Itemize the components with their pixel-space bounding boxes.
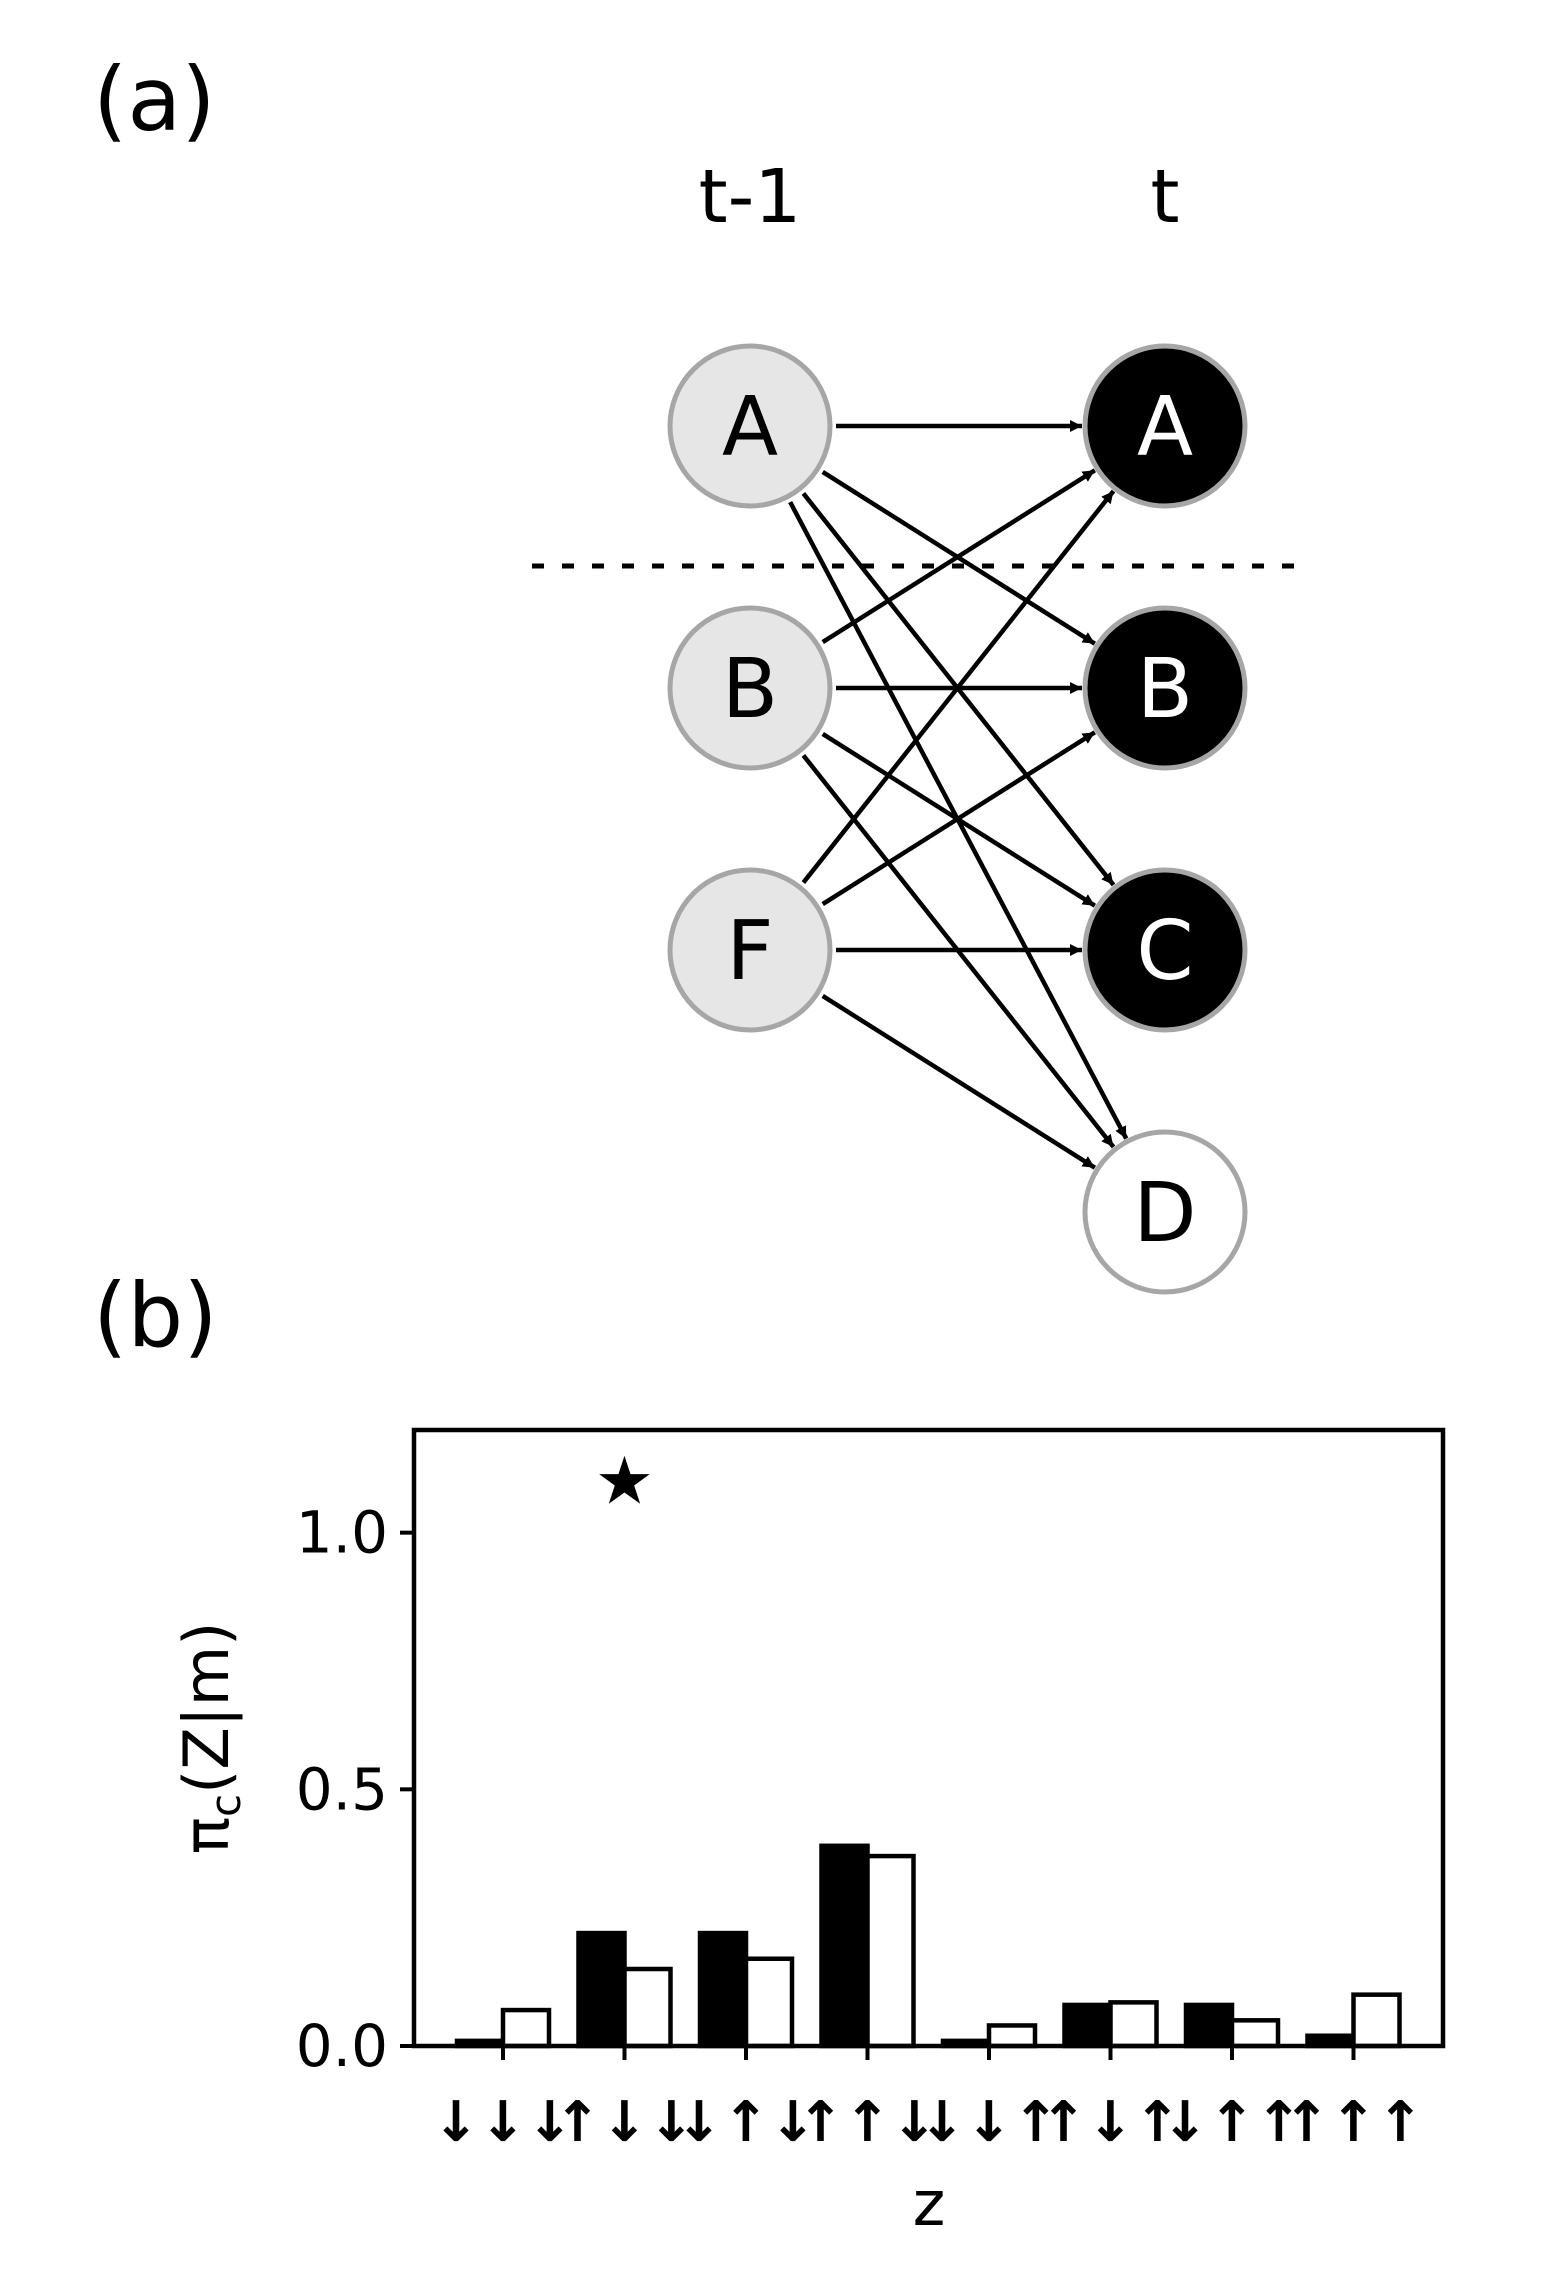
prev-node-B-label: B bbox=[722, 642, 778, 737]
node-group: A B F A B C D bbox=[667, 343, 1248, 1295]
column-label-prev: t-1 bbox=[699, 154, 802, 240]
edge-group bbox=[788, 420, 1129, 1170]
x-tick-label-4: ↓↓↑ bbox=[919, 2090, 1060, 2155]
curr-node-B-label: B bbox=[1137, 642, 1193, 737]
bar-series2-2 bbox=[743, 1956, 795, 2049]
curr-node-A: A bbox=[1082, 343, 1248, 509]
bar-series2-0 bbox=[500, 2007, 552, 2049]
curr-node-C-label: C bbox=[1136, 904, 1193, 999]
y-tick-label-1: 0.5 bbox=[296, 1755, 388, 1823]
prev-node-B-circle bbox=[667, 605, 833, 771]
prev-node-F: F bbox=[667, 867, 833, 1033]
bar-series2-4 bbox=[986, 2023, 1038, 2049]
panel-b-label: (b) bbox=[93, 1264, 218, 1367]
x-axis-label: z bbox=[913, 2167, 946, 2240]
prev-node-F-label: F bbox=[726, 904, 773, 999]
edge-F-to-A bbox=[801, 489, 1116, 884]
edge-B-to-A bbox=[821, 468, 1097, 644]
x-tick-label-3: ↑↑↓ bbox=[797, 2090, 938, 2155]
y-axis-label-main: π bbox=[170, 1817, 243, 1854]
bar-series2-7 bbox=[1351, 1992, 1402, 2049]
bar-series2-1 bbox=[622, 1966, 673, 2049]
curr-node-B: B bbox=[1082, 605, 1248, 771]
prev-node-A: A bbox=[667, 343, 833, 509]
bar-series2-5 bbox=[1108, 2000, 1159, 2049]
x-tick-label-1: ↑↓↓ bbox=[554, 2090, 695, 2155]
curr-node-A-label: A bbox=[1137, 380, 1193, 475]
curr-node-B-circle bbox=[1082, 605, 1248, 771]
curr-node-A-circle bbox=[1082, 343, 1248, 509]
bar-series2-6 bbox=[1229, 2018, 1281, 2049]
curr-node-C-circle bbox=[1082, 867, 1248, 1033]
plot-frame bbox=[411, 1427, 1446, 2049]
y-axis-label-subscript: c bbox=[201, 1794, 250, 1817]
prev-node-A-circle bbox=[667, 343, 833, 509]
bar-series1-3 bbox=[819, 1843, 870, 2049]
edge-F-to-D bbox=[821, 994, 1097, 1170]
x-tick-label-6: ↓↑↑ bbox=[1162, 2090, 1303, 2155]
bar-series1-6 bbox=[1183, 2002, 1235, 2049]
y-axis-label-rest: (Z|m) bbox=[170, 1622, 244, 1794]
bar-series2-3 bbox=[865, 1853, 916, 2049]
bar-series1-1 bbox=[576, 1930, 627, 2049]
prev-node-A-label: A bbox=[722, 380, 778, 475]
prev-node-B: B bbox=[667, 605, 833, 771]
curr-node-D-label: D bbox=[1133, 1166, 1196, 1261]
bar-series1-5 bbox=[1062, 2002, 1113, 2049]
x-tick-label-7: ↑↑↑ bbox=[1283, 2090, 1424, 2155]
column-label-curr: t bbox=[1150, 154, 1179, 240]
prev-node-F-circle bbox=[667, 867, 833, 1033]
y-tick-label-2: 1.0 bbox=[296, 1499, 388, 1567]
panel-a-label: (a) bbox=[93, 48, 216, 151]
bar-series1-2 bbox=[697, 1930, 749, 2049]
curr-node-C: C bbox=[1082, 867, 1248, 1033]
y-tick-label-0: 0.0 bbox=[296, 2012, 388, 2080]
curr-node-D: D bbox=[1082, 1129, 1248, 1295]
star-marker: ★ bbox=[595, 1442, 654, 1519]
bar-chart: 0.0 0.5 1.0 ↓↓↓↑↓↓↓↑↓↑↑↓↓↓↑↑↓↑↓↑↑↑↑↑ ★ z πc(Z|… bbox=[170, 1427, 1446, 2240]
curr-node-D-circle bbox=[1082, 1129, 1248, 1295]
x-tick-label-5: ↑↓↑ bbox=[1040, 2090, 1181, 2155]
edge-F-to-B bbox=[821, 730, 1097, 906]
y-axis-label: πc(Z|m) bbox=[170, 1622, 250, 1855]
x-tick-label-2: ↓↑↓ bbox=[676, 2090, 817, 2155]
x-tick-label-0: ↓↓↓ bbox=[433, 2090, 574, 2155]
